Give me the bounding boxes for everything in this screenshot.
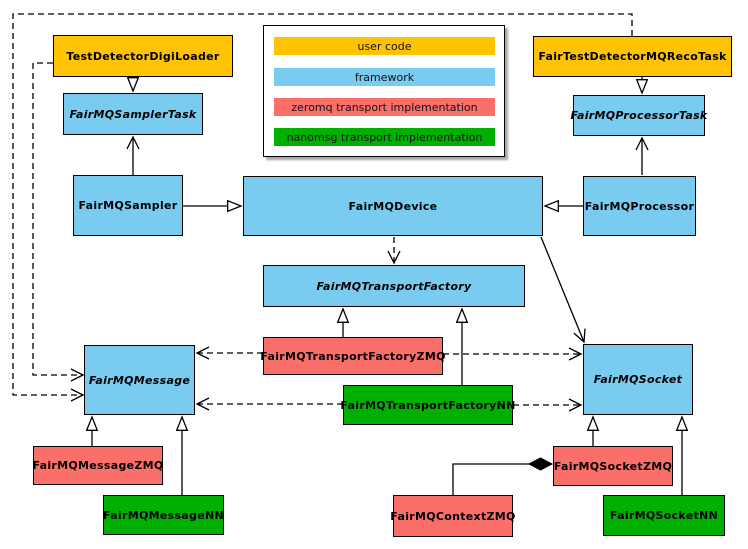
node-fairmqsamplertask: FairMQSamplerTask <box>63 93 203 135</box>
node-label: FairMQSocketZMQ <box>553 459 673 473</box>
node-label: FairMQContextZMQ <box>390 509 516 523</box>
node-label: FairMQDevice <box>348 199 438 213</box>
node-label: FairMQTransportFactoryNN <box>340 398 516 412</box>
legend-label: nanomsg transport implementation <box>286 130 483 144</box>
node-fairtestdetectormqrecotask: FairTestDetectorMQRecoTask <box>533 36 732 77</box>
node-fairmqsocketnn: FairMQSocketNN <box>603 495 725 536</box>
node-fairmqmessage: FairMQMessage <box>84 345 195 415</box>
node-label: FairMQTransportFactoryZMQ <box>260 349 446 363</box>
node-testdetectordigiloader: TestDetectorDigiLoader <box>53 35 233 77</box>
node-label: FairMQMessageNN <box>103 508 224 522</box>
node-label: FairMQSocketNN <box>609 509 719 522</box>
node-fairmqsampler: FairMQSampler <box>73 175 183 236</box>
node-label: FairMQSampler <box>78 199 178 212</box>
node-label: FairMQTransportFactory <box>316 279 472 293</box>
node-fairmqprocessor: FairMQProcessor <box>583 176 696 236</box>
node-fairmqtransportfactoryzmq: FairMQTransportFactoryZMQ <box>260 337 446 375</box>
node-fairmqdevice: FairMQDevice <box>243 176 543 236</box>
node-label: FairMQMessageZMQ <box>32 459 164 472</box>
node-label: FairMQSocket <box>593 373 683 386</box>
legend-item-zeromq: zeromq transport implementation <box>274 98 495 116</box>
node-fairmqtransportfactory: FairMQTransportFactory <box>263 265 525 307</box>
node-fairmqprocessortask: FairMQProcessorTask <box>570 95 708 136</box>
dependency-digiloader-message <box>32 62 85 382</box>
legend-label: user code <box>357 39 412 53</box>
node-label: TestDetectorDigiLoader <box>66 49 220 63</box>
node-fairmqsocketzmq: FairMQSocketZMQ <box>553 446 673 486</box>
legend-item-framework: framework <box>274 68 495 86</box>
node-label: FairMQMessage <box>88 373 191 387</box>
legend-box: user code framework zeromq transport imp… <box>263 25 505 157</box>
legend-label: framework <box>354 70 415 84</box>
node-label: FairTestDetectorMQRecoTask <box>538 50 727 63</box>
node-fairmqmessagezmq: FairMQMessageZMQ <box>32 446 164 485</box>
node-label: FairMQSamplerTask <box>69 107 197 121</box>
node-label: FairMQProcessor <box>584 199 695 213</box>
node-label: FairMQProcessorTask <box>570 109 708 122</box>
legend-item-user-code: user code <box>274 37 495 55</box>
node-fairmqmessagenn: FairMQMessageNN <box>103 495 224 535</box>
legend-item-nanomsg: nanomsg transport implementation <box>274 128 495 146</box>
composition-contextzmq-socketzmq <box>452 464 552 495</box>
node-fairmqcontextzmq: FairMQContextZMQ <box>390 495 516 537</box>
legend-label: zeromq transport implementation <box>291 100 478 114</box>
node-fairmqtransportfactorynn: FairMQTransportFactoryNN <box>340 385 516 425</box>
association-device-socket <box>540 236 586 344</box>
dependency-recotask-message <box>12 13 633 402</box>
node-fairmqsocket: FairMQSocket <box>583 344 693 415</box>
